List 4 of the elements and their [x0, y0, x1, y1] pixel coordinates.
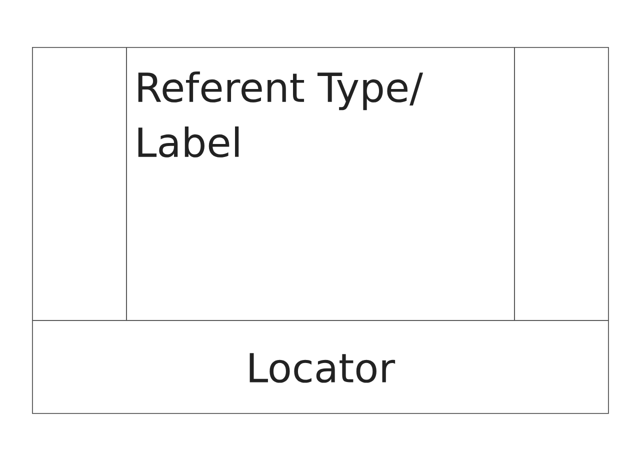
empty-cell [32, 47, 127, 321]
text-cell: Locator [32, 320, 609, 414]
text-cell: Referent Type/ Label [126, 47, 515, 321]
empty-cell [514, 47, 609, 321]
